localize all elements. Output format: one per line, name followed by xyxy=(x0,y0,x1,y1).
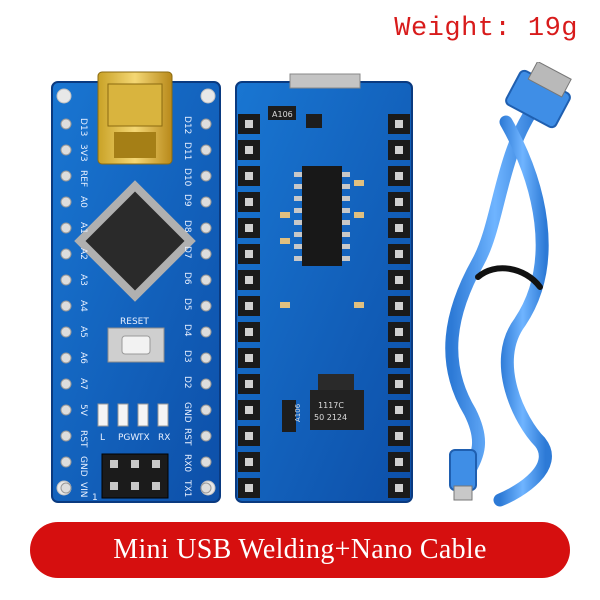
pin-hole xyxy=(200,248,212,260)
pin-hole xyxy=(60,170,72,182)
pin-label-right: GND xyxy=(182,402,192,423)
pin-hole xyxy=(60,196,72,208)
reset-label: RESET xyxy=(120,317,149,327)
voltage-regulator: 1117C 50 2124 xyxy=(310,374,364,430)
weight-label: Weight: 19g xyxy=(394,14,578,44)
pin-hole xyxy=(60,222,72,234)
pin-label-right: D3 xyxy=(182,350,192,363)
pin-label-right: D9 xyxy=(182,194,192,207)
back-chip-label: A106 xyxy=(272,110,293,119)
pin-label-right: D7 xyxy=(182,246,192,259)
pin-label-left: A5 xyxy=(78,326,88,338)
status-leds: L PGW TX RX xyxy=(97,403,170,443)
icsp-pin1-label: 1 xyxy=(92,493,98,503)
usb-cable xyxy=(445,62,572,507)
pin-hole xyxy=(200,300,212,312)
pin-label-right: RST xyxy=(182,428,192,446)
svg-text:A106: A106 xyxy=(294,403,302,422)
svg-text:50 2124: 50 2124 xyxy=(314,413,347,422)
pin-hole xyxy=(200,378,212,390)
caption-banner: Mini USB Welding+Nano Cable xyxy=(30,522,570,578)
pin-hole xyxy=(60,378,72,390)
pin-hole xyxy=(60,430,72,442)
pin-hole xyxy=(200,144,212,156)
pin-hole xyxy=(200,170,212,182)
pin-hole xyxy=(60,456,72,468)
pin-label-left: A1 xyxy=(78,222,88,234)
pin-hole xyxy=(60,352,72,364)
pin-hole xyxy=(200,482,212,494)
atmega-chip xyxy=(74,180,196,302)
pin-hole xyxy=(200,456,212,468)
led-label-tx: TX xyxy=(137,433,150,443)
pin-hole xyxy=(200,352,212,364)
pin-hole xyxy=(60,144,72,156)
led-label-l: L xyxy=(100,433,105,443)
pin-hole xyxy=(200,326,212,338)
svg-text:1117C: 1117C xyxy=(318,401,344,410)
pin-hole xyxy=(200,118,212,130)
pin-label-right: TX1 xyxy=(182,479,192,497)
pin-label-left: GND xyxy=(78,456,88,477)
pin-hole xyxy=(60,482,72,494)
pin-label-left: VIN xyxy=(78,482,88,498)
pin-label-left: A6 xyxy=(78,352,88,364)
pin-label-right: D6 xyxy=(182,272,192,285)
pin-label-left: A4 xyxy=(78,300,88,312)
pin-label-left: RST xyxy=(78,430,88,448)
pin-label-right: D2 xyxy=(182,376,192,389)
pin-label-left: REF xyxy=(78,170,88,187)
reset-button: RESET xyxy=(107,317,165,363)
pin-label-left: A7 xyxy=(78,378,88,390)
pin-label-left: A3 xyxy=(78,274,88,286)
pin-label-left: A0 xyxy=(78,196,88,208)
pin-hole xyxy=(200,196,212,208)
led-label-pgw: PGW xyxy=(118,433,139,443)
nano-board-back: A106 1117C 50 2124 A106 xyxy=(235,73,413,503)
caption-text: Mini USB Welding+Nano Cable xyxy=(113,534,487,565)
usb-serial-chip xyxy=(294,166,350,266)
pin-label-left: A2 xyxy=(78,248,88,260)
pin-hole xyxy=(200,404,212,416)
pin-label-left: D13 xyxy=(78,118,88,136)
pin-hole xyxy=(60,326,72,338)
pin-label-right: D12 xyxy=(182,116,192,134)
pin-hole xyxy=(60,118,72,130)
pin-hole xyxy=(60,274,72,286)
pin-label-left: 5V xyxy=(78,404,88,417)
pin-hole xyxy=(200,274,212,286)
pin-hole xyxy=(200,430,212,442)
pin-label-right: D5 xyxy=(182,298,192,311)
pin-label-right: D8 xyxy=(182,220,192,233)
icsp-header: 1 xyxy=(92,453,169,503)
pin-hole xyxy=(200,222,212,234)
pin-hole xyxy=(60,248,72,260)
mini-usb-port xyxy=(97,71,173,165)
pin-hole xyxy=(60,404,72,416)
pin-hole xyxy=(60,300,72,312)
pin-label-left: 3V3 xyxy=(78,144,88,162)
pin-label-right: RX0 xyxy=(182,454,192,472)
pin-label-right: D10 xyxy=(182,168,192,187)
led-label-rx: RX xyxy=(158,433,170,443)
pin-label-right: D11 xyxy=(182,142,192,160)
pin-label-right: D4 xyxy=(182,324,192,337)
